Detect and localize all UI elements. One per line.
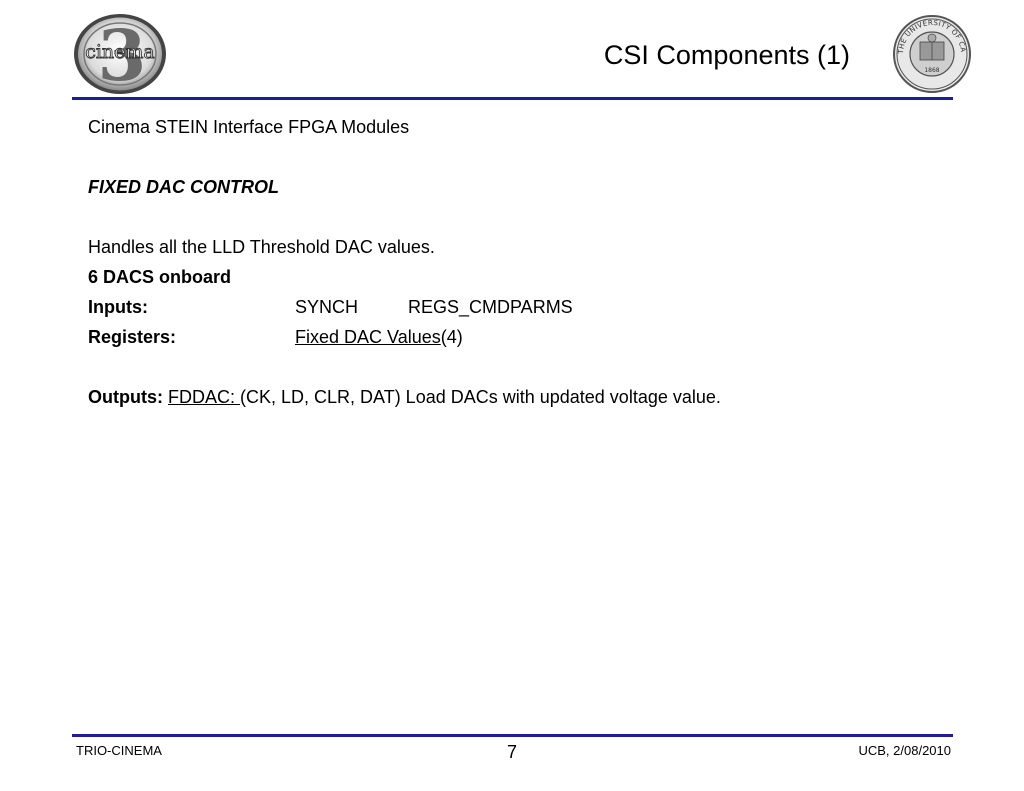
outputs-label: Outputs:	[88, 387, 163, 407]
section-heading: FIXED DAC CONTROL	[88, 177, 279, 197]
header-rule	[72, 97, 953, 100]
dacs-onboard-text: 6 DACS onboard	[88, 267, 232, 287]
registers-label: Registers:	[88, 327, 177, 347]
inputs-row: Inputs: SYNCH REGS_CMDPARMS	[88, 296, 788, 318]
svg-text:1868: 1868	[924, 67, 939, 74]
inputs-value-synch: SYNCH	[295, 297, 359, 317]
registers-value: Fixed DAC Values(4)	[295, 326, 463, 348]
inputs-value-regs: REGS_CMDPARMS	[408, 297, 573, 317]
outputs-row: Outputs: FDDAC: (CK, LD, CLR, DAT) Load …	[88, 386, 721, 408]
slide-subtitle: Cinema STEIN Interface FPGA Modules	[88, 117, 410, 137]
fixed-dac-values-link[interactable]: Fixed DAC Values	[295, 327, 441, 347]
registers-count: (4)	[440, 327, 463, 347]
registers-row: Registers: Fixed DAC Values(4)	[88, 326, 788, 348]
svg-text:cinema: cinema	[85, 41, 155, 63]
cinema-logo: 3 cinema	[72, 12, 168, 97]
footer-project: TRIO-CINEMA	[76, 743, 162, 758]
page-number: 7	[507, 742, 518, 762]
page-title: CSI Components (1)	[603, 40, 850, 70]
footer-date: UCB, 2/08/2010	[858, 743, 951, 758]
footer-rule	[72, 734, 953, 737]
outputs-text: (CK, LD, CLR, DAT) Load DACs with update…	[240, 387, 721, 407]
description-text: Handles all the LLD Threshold DAC values…	[88, 237, 435, 257]
university-seal-logo: THE UNIVERSITY OF CALIFORNIA 1868	[889, 8, 972, 94]
svg-text:3: 3	[98, 14, 147, 96]
inputs-label: Inputs:	[88, 297, 148, 317]
fddac-link[interactable]: FDDAC:	[168, 387, 240, 407]
